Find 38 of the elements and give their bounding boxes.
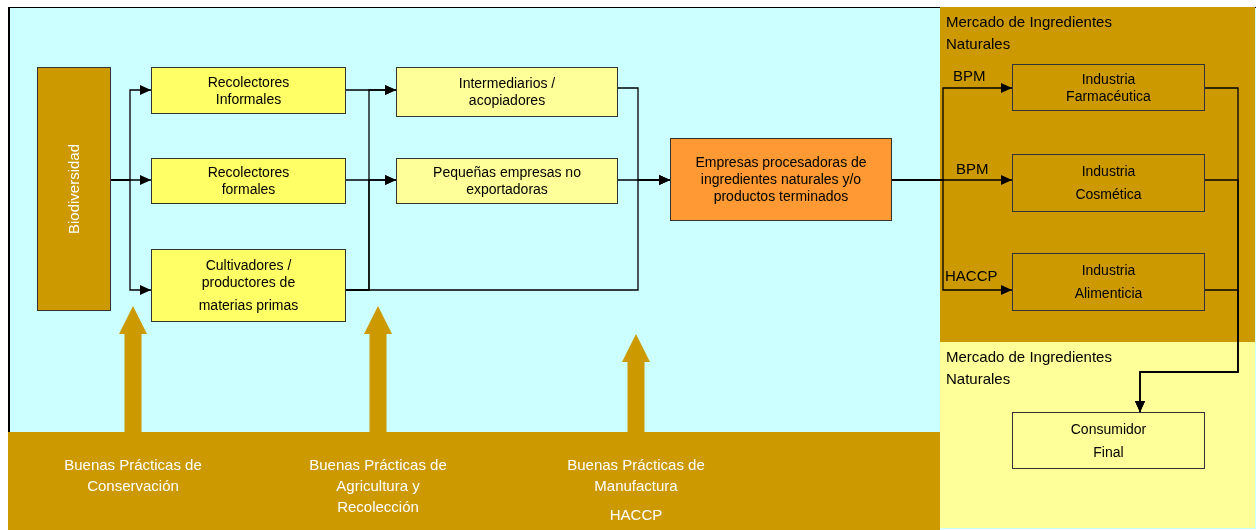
- practice-text: Buenas Prácticas de Manufactura: [566, 455, 706, 496]
- node-label: Cultivadores / productores de: [200, 257, 297, 291]
- market-panel: [940, 342, 1255, 528]
- industry-box: [1012, 253, 1205, 311]
- node-label: materias primas: [198, 297, 299, 314]
- practice-text: Buenas Prácticas de Agricultura y Recolección: [308, 455, 448, 517]
- consumer-box: [1012, 412, 1205, 469]
- market-panel: [940, 7, 1255, 342]
- connector-arrow: [891, 179, 1013, 295]
- process-box: [670, 138, 892, 221]
- node-label: Biodiversidad: [63, 143, 83, 235]
- node-label: Industria: [1081, 262, 1136, 279]
- connector-arrow: [617, 175, 671, 185]
- source-box: [37, 67, 111, 311]
- node-label: Empresas procesadoras de ingredientes naturales y/o productos terminados: [694, 154, 868, 205]
- connector-arrow: [1135, 289, 1239, 413]
- node-label: Final: [1093, 443, 1124, 461]
- node-label: Recolectores Informales: [206, 73, 291, 108]
- node-label: Pequeñas empresas no exportadoras: [432, 164, 582, 198]
- panel-heading: Mercado de Ingredientes Naturales: [946, 12, 1113, 54]
- node-label: Industria: [1081, 163, 1136, 180]
- practice-text: HACCP: [609, 505, 663, 525]
- node-label: Industria Farmacéutica: [1065, 70, 1152, 105]
- process-box: [151, 158, 346, 204]
- process-box: [151, 249, 346, 322]
- process-box: [151, 67, 346, 114]
- industry-box: [1012, 64, 1205, 111]
- node-label: Recolectores formales: [206, 164, 291, 198]
- industry-box: [1012, 154, 1205, 212]
- node-label: Cosmética: [1075, 186, 1142, 203]
- process-box: [396, 67, 618, 117]
- node-label: Alimenticia: [1074, 285, 1143, 302]
- node-label: Intermediarios / acopiadores: [457, 75, 557, 109]
- connector-arrow: [110, 179, 152, 295]
- panel-heading: Mercado de Ingredientes Naturales: [946, 347, 1113, 389]
- process-box: [396, 158, 618, 204]
- node-label: Consumidor: [1070, 420, 1147, 438]
- practice-text: Buenas Prácticas de Conservación: [63, 455, 203, 496]
